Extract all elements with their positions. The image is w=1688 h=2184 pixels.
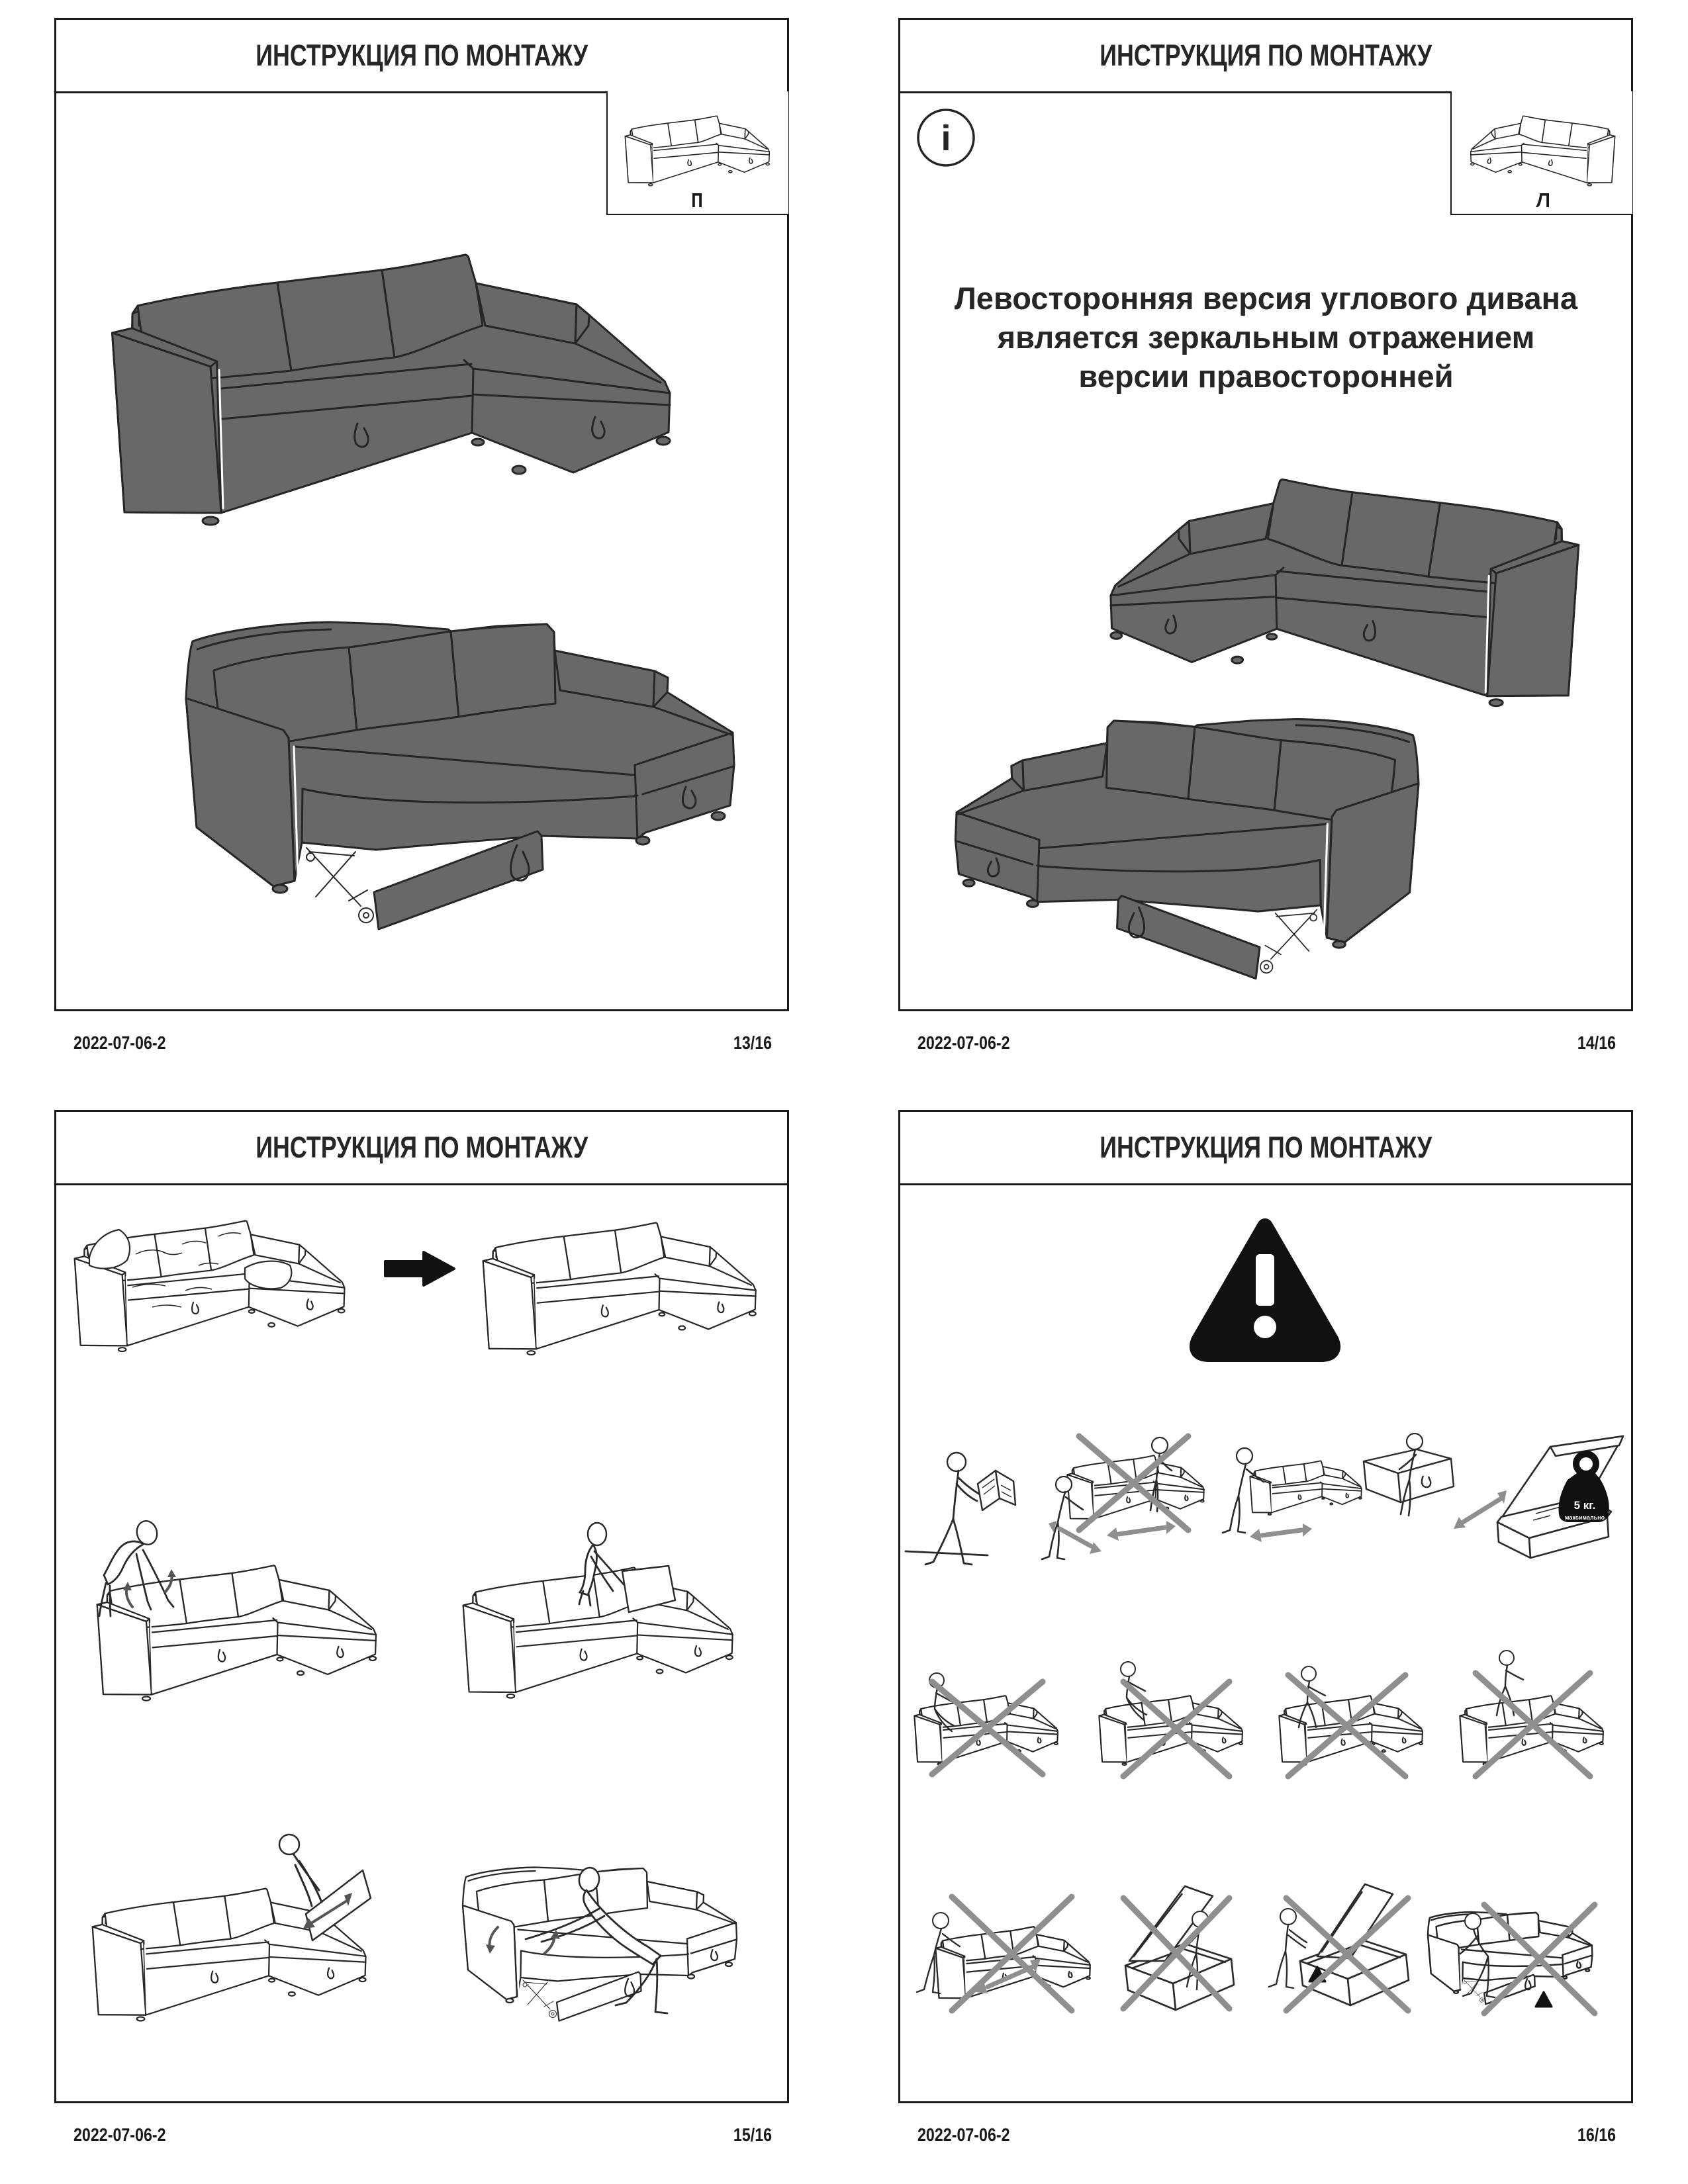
- svg-text:i: i: [941, 118, 951, 158]
- svg-text:максимально: максимально: [1565, 1514, 1605, 1521]
- svg-text:5 кг.: 5 кг.: [1574, 1499, 1596, 1512]
